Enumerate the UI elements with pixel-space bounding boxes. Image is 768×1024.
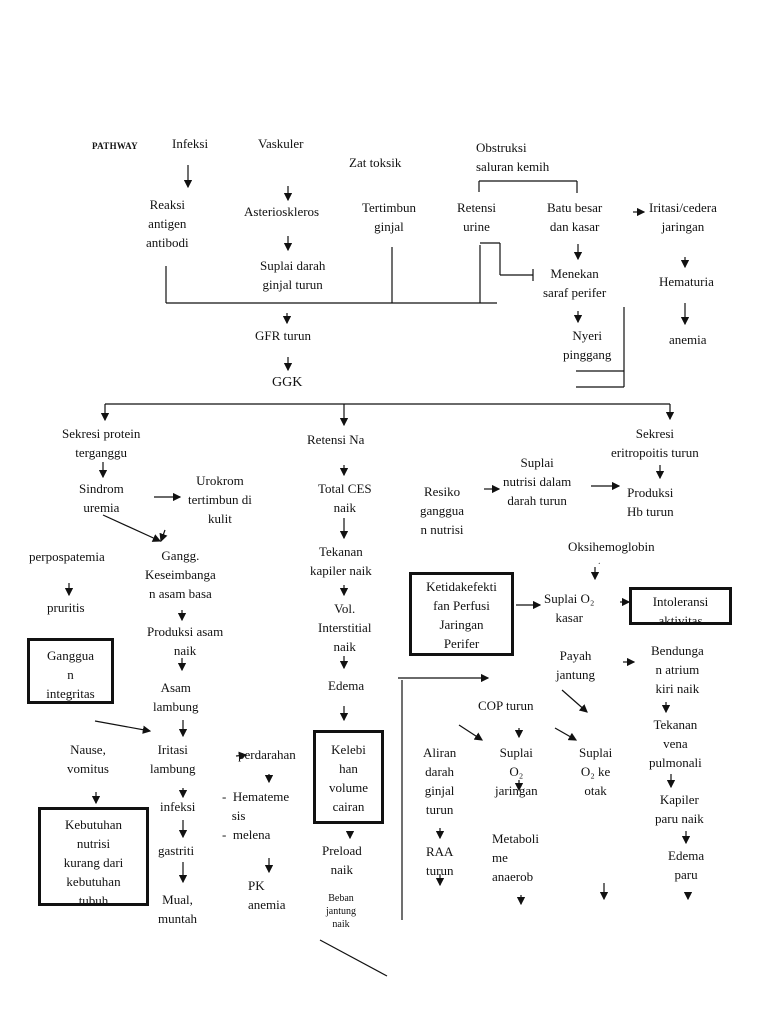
node-resiko-gangguan: Resiko ganggua n nutrisi: [420, 484, 465, 537]
connector-arrow: [561, 689, 588, 713]
node-urokrom: Urokrom tertimbun di kulit: [188, 473, 252, 526]
node-sekresi-protein: Sekresi protein terganggu: [62, 426, 141, 460]
node-suplai-o2-otak: Suplai O₂ ke otak: [579, 745, 613, 798]
node-tertimbun-ginjal: Tertimbun ginjal: [362, 200, 416, 234]
node-asterioskleros: Asterioskleros: [244, 204, 320, 219]
connector-arrow: [554, 727, 578, 741]
node-suplai-nutrisi: Suplai nutrisi dalam darah turun: [503, 455, 572, 508]
kebutuhan-nutrisi-box: Kebutuhan nutrisi kurang dari kebutuhan …: [38, 807, 149, 906]
node-nyeri-pinggang: Nyeri pinggang: [563, 328, 612, 362]
node-edema-paru: Edema paru: [668, 848, 705, 882]
node-suplai-o2-jaringan: Suplai O₂ jaringan: [495, 745, 538, 798]
node-produksi-asam: Produksi asam naik: [147, 624, 224, 658]
node-batu-besar: Batu besar dan kasar: [547, 200, 603, 234]
node-iritasi-cedera: Iritasi/cedera jaringan: [649, 200, 717, 234]
node-gfr-turun: GFR turun: [255, 328, 311, 343]
node-pk-anemia: PK anemia: [248, 878, 286, 912]
node-retensi-urine: Retensi urine: [457, 200, 496, 234]
node-nause: Nause, vomitus: [67, 742, 109, 776]
node-tekanan-kapiler: Tekanan kapiler naik: [310, 544, 372, 578]
node-perpospatemia: perpospatemia: [29, 549, 105, 564]
node-obstruksi: Obstruksi saluran kemih: [476, 140, 550, 174]
node-infeksi-2: infeksi: [160, 799, 196, 814]
node-cop-turun: COP turun: [478, 698, 534, 713]
node-produksi-hb: Produksi Hb turun: [627, 485, 674, 519]
node-infeksi: Infeksi: [172, 136, 209, 151]
node-suplai-o2-kasar: Suplai O₂ kasar: [544, 591, 595, 625]
node-kapiler-paru: Kapiler paru naik: [655, 792, 704, 826]
node-hematemesis: - Hemateme sis - melena: [222, 789, 290, 842]
ketidakefektifan-perfusi-box: Ketidakefekti fan Perfusi Jaringan Perif…: [409, 572, 514, 656]
node-gangg-keseimbangan: Gangg. Keseimbanga n asam basa: [145, 548, 216, 601]
connector-arrow: [159, 529, 168, 543]
node-perdarahan: perdarahan: [238, 747, 296, 762]
node-bendungan-atrium: Bendunga n atrium kiri naik: [651, 643, 704, 696]
node-mual-muntah: Mual, muntah: [158, 892, 197, 926]
node-raa-turun: RAA turun: [426, 844, 454, 878]
node-pruritis: pruritis: [47, 600, 85, 615]
node-reaksi-antigen: Reaksi antigen antibodi: [146, 197, 189, 250]
node-menekan-saraf: Menekan saraf perifer: [543, 266, 607, 300]
kelebihan-volume-box: Kelebi han volume cairan: [313, 730, 384, 824]
connector-arrow: [458, 724, 484, 741]
node-retensi-na: Retensi Na: [307, 432, 365, 447]
node-ggk: GGK: [272, 375, 303, 390]
node-asam-lambung: Asam lambung: [153, 680, 199, 714]
node-metabolisme: Metaboli me anaerob: [492, 831, 539, 884]
connector-arrow: [94, 720, 152, 734]
node-beban-jantung: Beban jantung naik: [326, 893, 356, 930]
node-total-ces: Total CES naik: [318, 481, 372, 515]
node-suplai-darah-ginjal: Suplai darah ginjal turun: [260, 258, 326, 292]
node-sindrom-uremia: Sindrom uremia: [79, 481, 124, 515]
node-vol-interstitial: Vol. Interstitial naik: [318, 601, 372, 654]
gangguan-integritas-box: Ganggua n integritas: [27, 638, 114, 704]
node-oksihemoglobin: Oksihemoglobin turun: [568, 539, 655, 564]
intoleransi-aktivitas-box: Intoleransi aktivitas: [629, 587, 732, 625]
node-zat-toksik: Zat toksik: [349, 155, 402, 170]
node-vaskuler: Vaskuler: [258, 136, 304, 151]
node-sekresi-eritropoitis: Sekresi eritropoitis turun: [611, 426, 699, 460]
node-gastriti: gastriti: [158, 843, 195, 858]
connector-line: [319, 939, 388, 977]
connector-arrow: [102, 514, 162, 542]
node-tekanan-vena: Tekanan vena pulmonali: [649, 717, 702, 770]
node-edema: Edema: [328, 678, 365, 693]
node-preload: Preload naik: [322, 843, 362, 877]
node-hematuria: Hematuria: [659, 274, 714, 289]
connector-arrow: [235, 751, 248, 760]
diagram-title: PATHWAY: [92, 141, 138, 151]
node-iritasi-lambung: Iritasi lambung: [150, 742, 196, 776]
node-payah-jantung: Payah jantung: [556, 648, 595, 682]
node-aliran-darah: Aliran darah ginjal turun: [423, 745, 457, 817]
node-anemia: anemia: [669, 332, 707, 347]
